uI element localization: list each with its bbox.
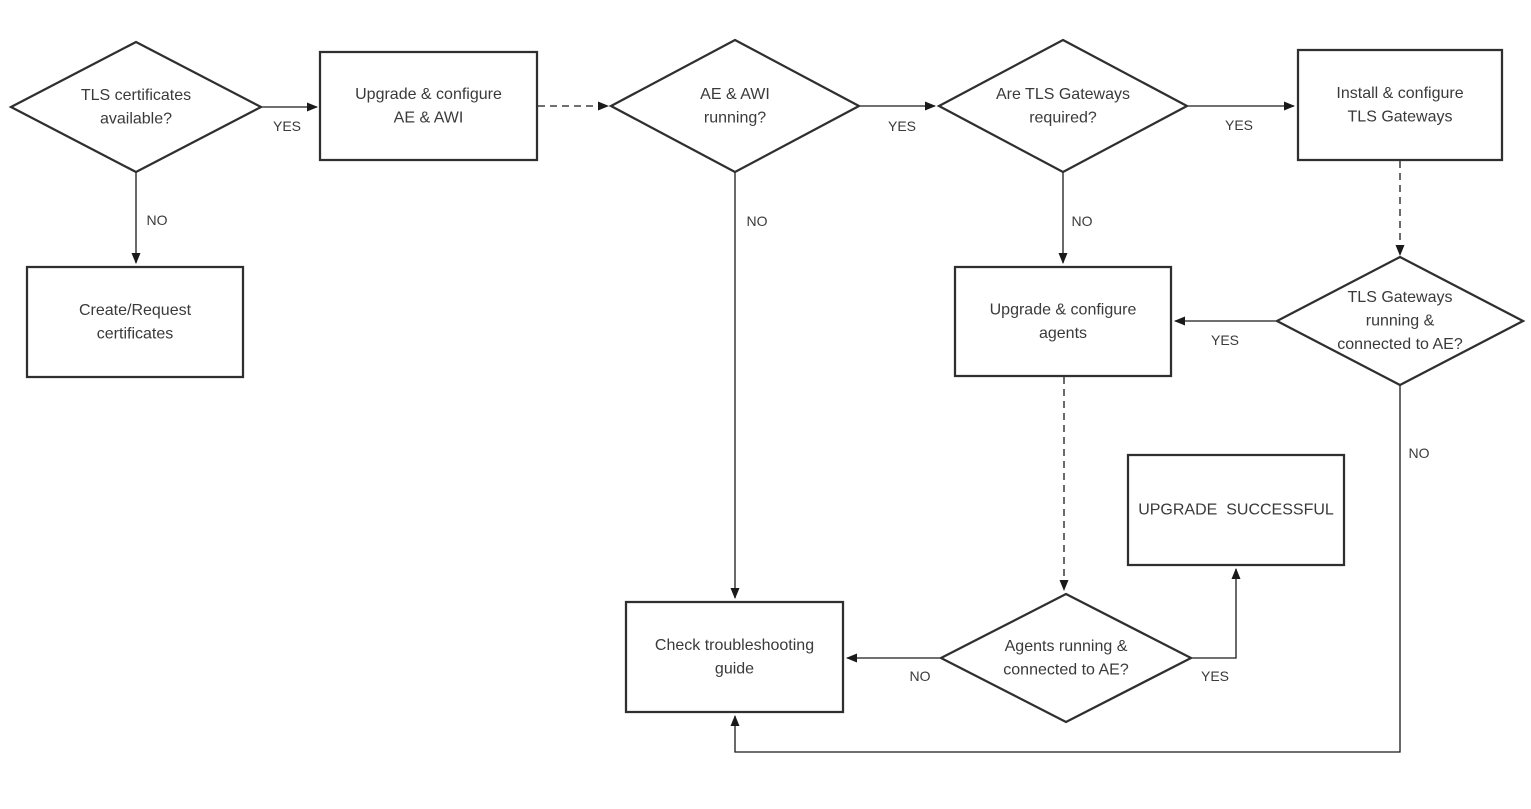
node-agents-running-connected: Agents running &connected to AE? — [938, 592, 1194, 724]
node-shape-upgrade-configure-agents — [953, 265, 1173, 378]
edge-gateways-running-no: NO — [730, 385, 1430, 753]
node-shape-upgrade-successful — [1126, 453, 1346, 567]
edge-label-gateways-running-no: NO — [1409, 445, 1430, 461]
edge-line-gateways-running-no — [730, 385, 1401, 753]
node-shape-create-request-certificates — [25, 265, 245, 379]
node-shape-install-configure-tls-gateways — [1296, 48, 1504, 162]
edge-label-certs-no: NO — [147, 212, 168, 228]
node-upgrade-successful: UPGRADE SUCCESSFUL — [1126, 453, 1346, 567]
edge-label-certs-yes: YES — [273, 118, 301, 134]
edge-agents-running-yes: YES — [1192, 568, 1241, 684]
node-shape-tls-certificates-available — [8, 40, 264, 174]
edge-gateways-required-yes: YES — [1188, 101, 1295, 133]
edge-ae-awi-running-yes: YES — [860, 101, 936, 134]
node-shape-upgrade-configure-ae-awi — [318, 50, 539, 162]
node-label-upgrade-successful: UPGRADE SUCCESSFUL — [1138, 502, 1334, 519]
edge-gateways-running-yes: YES — [1174, 316, 1276, 348]
edge-certs-yes: YES — [261, 102, 318, 134]
node-label-agents-running-connected: Agents running &connected to AE? — [1003, 638, 1129, 679]
edge-label-agents-running-no: NO — [910, 668, 931, 684]
edge-label-gateways-running-yes: YES — [1211, 332, 1239, 348]
node-shape-check-troubleshooting-guide — [624, 600, 845, 714]
edge-label-gateways-required-no: NO — [1072, 213, 1093, 229]
edge-certs-no: NO — [131, 172, 168, 264]
edge-label-agents-running-yes: YES — [1201, 668, 1229, 684]
edge-label-ae-awi-running-no: NO — [747, 213, 768, 229]
edge-agents-running-no: NO — [846, 653, 940, 684]
edge-label-gateways-required-yes: YES — [1225, 117, 1253, 133]
node-shape-tls-gateways-running-connected — [1274, 255, 1526, 387]
edge-ae-awi-running-no: NO — [730, 172, 768, 599]
node-shape-agents-running-connected — [938, 592, 1194, 724]
edge-line-agents-running-yes — [1192, 568, 1241, 659]
node-shape-are-tls-gateways-required — [936, 38, 1190, 174]
node-shape-ae-awi-running — [608, 38, 862, 174]
edge-gateways-required-no: NO — [1058, 172, 1093, 264]
edge-label-ae-awi-running-yes: YES — [888, 118, 916, 134]
